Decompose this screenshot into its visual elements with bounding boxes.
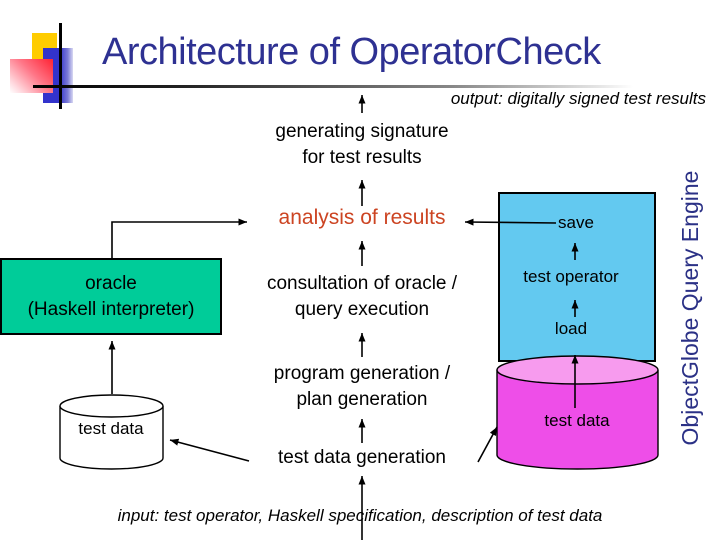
local-test-data-cylinder <box>59 394 164 470</box>
label-save: save <box>558 213 594 232</box>
arrow-tdg-to-localstore <box>169 438 250 462</box>
arrow-save-to-analysis <box>464 218 557 226</box>
oracle-box: oracle (Haskell interpreter) <box>0 258 222 335</box>
decoration-vertical-line <box>59 23 62 109</box>
label-test-data-generation: test data generation <box>278 447 446 468</box>
page-title: Architecture of OperatorCheck <box>102 31 601 73</box>
engine-box <box>498 192 656 362</box>
engine-test-data-cylinder <box>496 355 659 470</box>
label-test-operator: test operator <box>523 267 619 286</box>
arrow-tdg-to-enginestore <box>477 426 498 463</box>
label-consultation: consultation of oracle / query execution <box>266 273 458 320</box>
label-program-generation: program generation / plan generation <box>273 363 451 410</box>
label-load: load <box>554 319 588 338</box>
label-engine-test-data: test data <box>544 411 610 430</box>
arrow-oracle-to-analysis <box>111 218 247 258</box>
title-underline <box>33 85 633 88</box>
output-caption: output: digitally signed test results <box>450 89 706 108</box>
engine-sidebar-label: ObjectGlobe Query Engine <box>677 170 703 446</box>
oracle-label: oracle (Haskell interpreter) <box>27 272 195 320</box>
label-analysis-of-results: analysis of results <box>278 206 446 229</box>
label-local-test-data: test data <box>78 419 144 438</box>
label-generating-signature: generating signature for test results <box>275 121 449 168</box>
input-caption: input: test operator, Haskell specificat… <box>117 506 603 525</box>
